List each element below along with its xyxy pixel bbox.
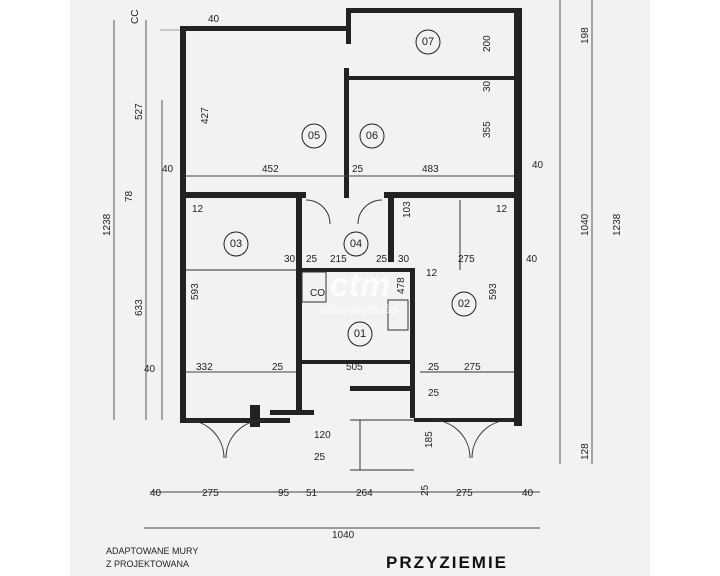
dim-room04-215: 215 xyxy=(330,254,347,265)
exterior-walls xyxy=(180,8,522,427)
room-03-label: 03 xyxy=(230,238,242,250)
dim-bottom-4: 264 xyxy=(356,488,373,499)
dim-overall-width: 1040 xyxy=(332,530,355,541)
dim-room01-height: 478 xyxy=(396,277,407,294)
room-03: 03 xyxy=(223,231,249,257)
dim-left-mid: 78 xyxy=(124,190,135,202)
dimension-lines xyxy=(113,0,593,529)
dim-bottom-0: 40 xyxy=(150,488,162,499)
dim-room02-width: 275 xyxy=(458,254,475,265)
dim-corridor-25: 25 xyxy=(352,164,364,175)
dim-bottom-7: 40 xyxy=(522,488,534,499)
room-01: 01 xyxy=(347,321,373,347)
dim-stair-120: 120 xyxy=(314,430,331,441)
interior-walls xyxy=(184,68,518,418)
dim-room02-wall: 25 xyxy=(428,362,440,373)
dim-left-upper: 527 xyxy=(134,103,145,120)
floor-title: PRZYZIEMIE xyxy=(386,553,509,572)
dim-room04-25a: 25 xyxy=(306,254,318,265)
floor-plan-sheet: 05 06 07 03 04 02 01 40 CC 452 25 483 40… xyxy=(70,0,650,576)
dim-room01-width: 505 xyxy=(346,362,363,373)
dim-overall-height-right: 1238 xyxy=(612,213,623,236)
dim-bottom-6: 275 xyxy=(456,488,473,499)
dim-right-top: 198 xyxy=(580,27,591,44)
legend: ADAPTOWANE MURY Z PROJEKTOWANA xyxy=(106,545,198,571)
dim-room02-width-b: 275 xyxy=(464,362,481,373)
dim-right-bottom: 128 xyxy=(580,443,591,460)
vent-co-label: CO xyxy=(310,288,325,299)
dim-room05-height: 427 xyxy=(200,107,211,124)
dim-wall-12-left: 12 xyxy=(192,204,204,215)
dim-bottom-1: 275 xyxy=(202,488,219,499)
dim-bottom-3: 51 xyxy=(306,488,318,499)
dim-window-40-right: 40 xyxy=(526,254,538,265)
watermark-logo: ctm xyxy=(329,266,391,304)
dim-room03-width: 332 xyxy=(196,362,213,373)
detail-lines xyxy=(185,175,514,471)
dim-room04-30: 30 xyxy=(398,254,410,265)
dim-overall-height: 1238 xyxy=(102,213,113,236)
watermark-text: nieruchomości xyxy=(321,302,399,316)
room-01-label: 01 xyxy=(354,328,366,340)
dim-room07-height: 200 xyxy=(482,35,493,52)
dim-wall-12-right: 12 xyxy=(496,204,508,215)
dim-room03-height: 593 xyxy=(190,283,201,300)
dim-stair-25: 25 xyxy=(314,452,326,463)
dim-room06-width: 483 xyxy=(422,164,439,175)
room-02-label: 02 xyxy=(458,298,470,310)
dim-room05-width: 452 xyxy=(262,164,279,175)
room-07-label: 07 xyxy=(422,36,434,48)
legend-line-2: Z PROJEKTOWANA xyxy=(106,559,190,569)
room-07: 07 xyxy=(415,29,441,55)
floor-plan-drawing: 05 06 07 03 04 02 01 40 CC 452 25 483 40… xyxy=(102,0,623,541)
dim-window-40-left: 40 xyxy=(144,364,156,375)
dim-bottom-2: 95 xyxy=(278,488,290,499)
room-05-label: 05 xyxy=(308,130,320,142)
dim-right-height: 1040 xyxy=(580,213,591,236)
dimension-labels: 40 CC 452 25 483 40 40 12 12 12 103 332 … xyxy=(102,10,623,541)
room-04: 04 xyxy=(343,231,369,257)
dim-room06-height: 355 xyxy=(482,121,493,138)
legend-line-1: ADAPTOWANE MURY xyxy=(106,546,199,556)
dim-right-185: 185 xyxy=(424,431,435,448)
dim-room02-height: 593 xyxy=(488,283,499,300)
room-02: 02 xyxy=(451,291,477,317)
dim-room03-30: 30 xyxy=(284,254,296,265)
room-05: 05 xyxy=(301,123,327,149)
dim-room04-25b: 25 xyxy=(376,254,388,265)
dim-top-40: 40 xyxy=(208,14,220,25)
dim-wall-12-small: 12 xyxy=(426,268,438,279)
agency-watermark: ctm nieruchomości xyxy=(300,268,420,316)
room-06-label: 06 xyxy=(366,130,378,142)
dim-bottom-5: 25 xyxy=(420,484,431,496)
dim-right-wall-40: 40 xyxy=(532,160,544,171)
dim-left-lower: 633 xyxy=(134,299,145,316)
dim-room02-wall-b: 25 xyxy=(428,388,440,399)
dim-top-cc: CC xyxy=(130,10,141,24)
room-06: 06 xyxy=(359,123,385,149)
room-04-label: 04 xyxy=(350,238,362,250)
dim-room07-30: 30 xyxy=(482,80,493,92)
dim-left-wall-40: 40 xyxy=(162,164,174,175)
dim-room04-103: 103 xyxy=(402,201,413,218)
dim-room03-wall: 25 xyxy=(272,362,284,373)
